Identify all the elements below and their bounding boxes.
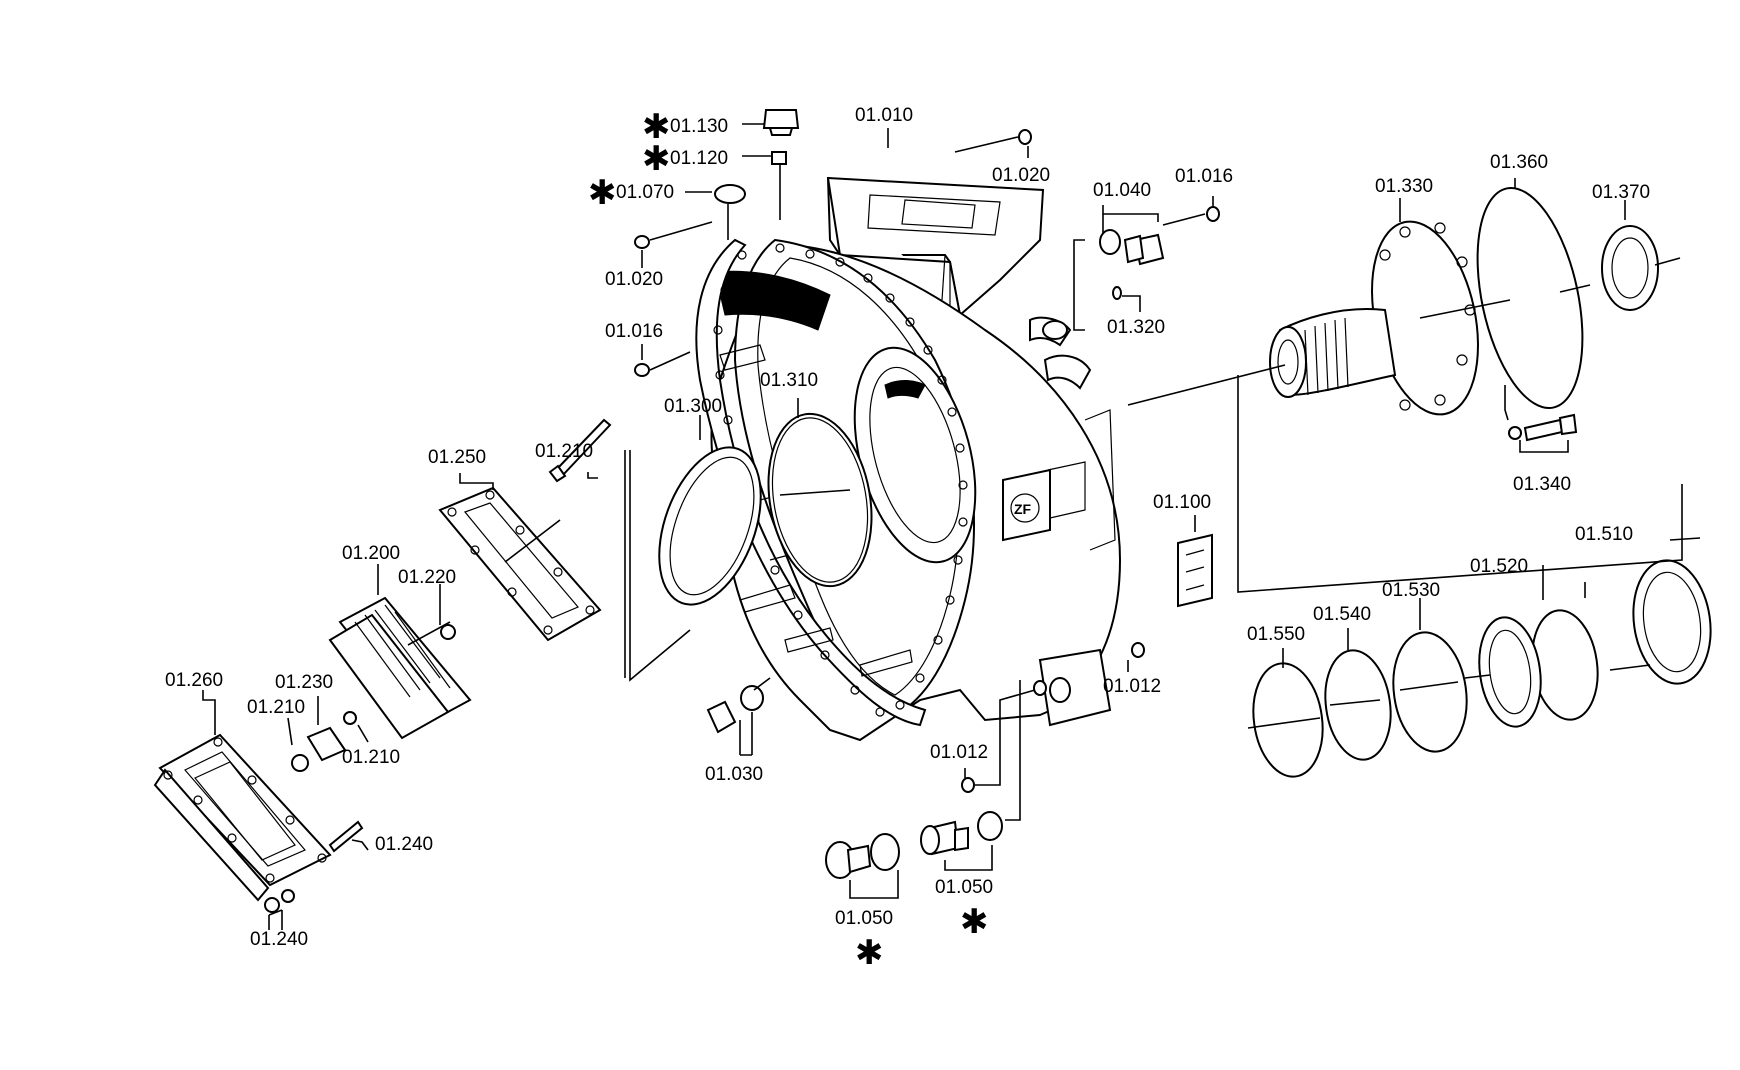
- leader-lines: [202, 123, 1701, 930]
- star-marker-01-050-right: ✱: [960, 902, 989, 942]
- label-01-020-top: 01.020: [992, 165, 1050, 186]
- plug-01-050-right[interactable]: [920, 811, 1003, 856]
- star-marker-01-070: ✱: [588, 173, 617, 213]
- label-01-330: 01.330: [1375, 176, 1433, 197]
- zf-logo: ZF: [1014, 501, 1032, 517]
- label-01-120: 01.120: [670, 148, 728, 169]
- plate-01-100[interactable]: [1177, 533, 1213, 608]
- label-01-200: 01.200: [342, 543, 400, 564]
- label-01-530: 01.530: [1382, 580, 1440, 601]
- label-01-310: 01.310: [760, 370, 818, 391]
- clip-01-230[interactable]: [306, 726, 347, 762]
- label-01-340: 01.340: [1513, 474, 1571, 495]
- plug-01-130[interactable]: [762, 109, 800, 136]
- ring-01-540[interactable]: [1319, 646, 1398, 764]
- label-01-300: 01.300: [664, 396, 722, 417]
- ring-01-012-c[interactable]: [1131, 642, 1145, 658]
- bearing-01-370[interactable]: [1601, 225, 1659, 311]
- label-01-010: 01.010: [855, 105, 913, 126]
- label-01-230: 01.230: [275, 672, 333, 693]
- nut-01-220[interactable]: [440, 624, 456, 640]
- label-01-520: 01.520: [1470, 556, 1528, 577]
- flange-shaft-01-330[interactable]: [1269, 212, 1494, 425]
- ring-01-550[interactable]: [1246, 659, 1329, 781]
- label-01-012-right: 01.012: [1103, 676, 1161, 697]
- ring-01-520[interactable]: [1473, 606, 1605, 731]
- bearing-01-510[interactable]: [1626, 555, 1719, 688]
- label-01-030: 01.030: [705, 764, 763, 785]
- washer-01-240[interactable]: [281, 889, 295, 903]
- star-marker-01-050-left: ✱: [855, 933, 884, 973]
- ring-01-020-top[interactable]: [1018, 129, 1032, 145]
- nut-01-240[interactable]: [264, 897, 280, 913]
- star-marker-01-130: ✱: [642, 107, 671, 147]
- label-01-016-left: 01.016: [605, 321, 663, 342]
- washer-01-210-b[interactable]: [343, 711, 357, 725]
- label-01-510: 01.510: [1575, 524, 1633, 545]
- oring-01-310[interactable]: [756, 406, 885, 595]
- label-01-050-left: 01.050: [835, 908, 893, 929]
- label-01-550: 01.550: [1247, 624, 1305, 645]
- ring-01-530[interactable]: [1386, 628, 1474, 757]
- label-01-012-bottom: 01.012: [930, 742, 988, 763]
- plug-01-050-left[interactable]: [825, 833, 900, 879]
- label-01-320: 01.320: [1107, 317, 1165, 338]
- label-01-100: 01.100: [1153, 492, 1211, 513]
- filter-01-200[interactable]: [328, 596, 472, 740]
- ring-01-016-left[interactable]: [634, 363, 650, 377]
- bolt-01-240[interactable]: [328, 820, 364, 853]
- ring-01-012-a[interactable]: [961, 777, 975, 793]
- label-01-540: 01.540: [1313, 604, 1371, 625]
- label-01-250: 01.250: [428, 447, 486, 468]
- cover-01-260[interactable]: [153, 733, 332, 902]
- ring-01-120[interactable]: [771, 151, 787, 165]
- oring-01-360[interactable]: [1460, 178, 1600, 417]
- seal-01-300[interactable]: [640, 434, 781, 619]
- housing-01-010[interactable]: ZF: [695, 176, 1122, 742]
- ring-01-012-b[interactable]: [1033, 680, 1047, 696]
- cap-01-070[interactable]: [714, 184, 746, 204]
- label-01-016-right: 01.016: [1175, 166, 1233, 187]
- label-01-020-left: 01.020: [605, 269, 663, 290]
- label-01-070: 01.070: [616, 182, 674, 203]
- label-01-210-top: 01.210: [535, 441, 593, 462]
- washer-01-210-a[interactable]: [291, 754, 309, 772]
- gasket-plate-01-250[interactable]: [438, 486, 602, 642]
- label-01-050-right: 01.050: [935, 877, 993, 898]
- label-01-210-mid: 01.210: [247, 697, 305, 718]
- bolt-01-210-long[interactable]: [548, 418, 612, 483]
- pin-01-320[interactable]: [1112, 286, 1122, 300]
- plug-01-040[interactable]: [1099, 229, 1165, 266]
- label-01-220: 01.220: [398, 567, 456, 588]
- label-01-360: 01.360: [1490, 152, 1548, 173]
- bolt-01-340[interactable]: [1508, 413, 1578, 442]
- label-01-040: 01.040: [1093, 180, 1151, 201]
- label-01-260: 01.260: [165, 670, 223, 691]
- label-01-240-right: 01.240: [375, 834, 433, 855]
- label-01-240-bottom: 01.240: [250, 929, 308, 950]
- ring-01-020-left[interactable]: [634, 235, 650, 249]
- label-01-130: 01.130: [670, 116, 728, 137]
- ring-01-016-right[interactable]: [1206, 206, 1220, 222]
- label-01-210-right: 01.210: [342, 747, 400, 768]
- part-labels: ✱ 01.130 ✱ 01.120 ✱ 01.070 01.020 01.016…: [165, 105, 1650, 973]
- plug-01-030[interactable]: [706, 685, 764, 734]
- label-01-370: 01.370: [1592, 182, 1650, 203]
- star-marker-01-120: ✱: [642, 139, 671, 179]
